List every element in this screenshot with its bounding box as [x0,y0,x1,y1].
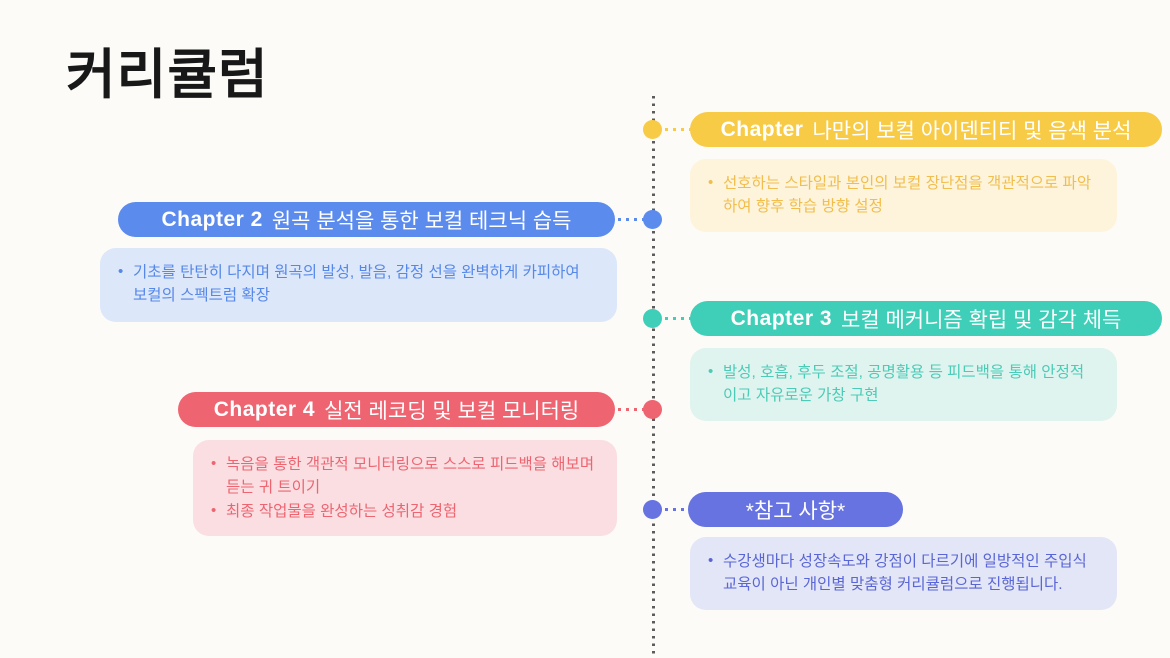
bullet-list: 기초를 탄탄히 다지며 원곡의 발성, 발음, 감정 선을 완벽하게 카피하여 … [116,261,597,308]
note-pill: *참고 사항* [688,492,903,527]
bullet-item: 녹음을 통한 객관적 모니터링으로 스스로 피드백을 해보며 듣는 귀 트이기 [209,453,597,500]
chapter-3-pill: Chapter 3 보컬 메커니즘 확립 및 감각 체득 [690,301,1162,336]
chapter-2-description-box: 기초를 탄탄히 다지며 원곡의 발성, 발음, 감정 선을 완벽하게 카피하여 … [100,248,617,322]
dotted-connector-line [665,508,689,511]
chapter-3-description-box: 발성, 호흡, 후두 조절, 공명활용 등 피드백을 통해 안정적이고 자유로운… [690,348,1117,421]
note-description-box: 수강생마다 성장속도와 강점이 다르기에 일방적인 주입식 교육이 아닌 개인별… [690,537,1117,610]
bullet-list: 발성, 호흡, 후두 조절, 공명활용 등 피드백을 통해 안정적이고 자유로운… [706,361,1097,408]
note-title: *참고 사항* [745,499,846,523]
timeline-node-dot [643,120,662,139]
bullet-list: 수강생마다 성장속도와 강점이 다르기에 일방적인 주입식 교육이 아닌 개인별… [706,550,1097,597]
chapter-title: 원곡 분석을 통한 보컬 테크닉 습득 [271,209,572,233]
timeline-node-dot [643,210,662,229]
dotted-connector-line [665,128,691,131]
bullet-item: 선호하는 스타일과 본인의 보컬 장단점을 객관적으로 파악하여 향후 학습 방… [706,172,1097,219]
chapter-4-description-box: 녹음을 통한 객관적 모니터링으로 스스로 피드백을 해보며 듣는 귀 트이기 … [193,440,617,536]
bullet-item: 최종 작업물을 완성하는 성취감 경험 [209,500,597,523]
timeline-node-dot [643,500,662,519]
chapter-1-description-box: 선호하는 스타일과 본인의 보컬 장단점을 객관적으로 파악하여 향후 학습 방… [690,159,1117,232]
timeline-node-dot [643,309,662,328]
chapter-title: 실전 레코딩 및 보컬 모니터링 [324,399,580,423]
chapter-label: Chapter 4 [213,397,316,421]
chapter-title: 보컬 메커니즘 확립 및 감각 체득 [841,308,1122,332]
page-title: 커리큘럼 [66,45,269,105]
chapter-label: Chapter 2 [161,207,263,231]
bullet-item: 기초를 탄탄히 다지며 원곡의 발성, 발음, 감정 선을 완벽하게 카피하여 … [116,261,597,308]
bullet-list: 녹음을 통한 객관적 모니터링으로 스스로 피드백을 해보며 듣는 귀 트이기 … [209,453,597,523]
chapter-2-pill: Chapter 2 원곡 분석을 통한 보컬 테크닉 습득 [118,202,615,237]
bullet-item: 수강생마다 성장속도와 강점이 다르기에 일방적인 주입식 교육이 아닌 개인별… [706,550,1097,597]
chapter-label: Chapter [720,117,804,141]
dotted-connector-line [618,218,644,221]
timeline-vertical-line [652,96,655,656]
dotted-connector-line [665,317,691,320]
chapter-4-pill: Chapter 4 실전 레코딩 및 보컬 모니터링 [178,392,615,427]
bullet-item: 발성, 호흡, 후두 조절, 공명활용 등 피드백을 통해 안정적이고 자유로운… [706,361,1097,408]
chapter-label: Chapter 3 [730,306,832,330]
chapter-title: 나만의 보컬 아이덴티티 및 음색 분석 [812,119,1132,143]
chapter-1-pill: Chapter 나만의 보컬 아이덴티티 및 음색 분석 [690,112,1162,147]
timeline-node-dot [643,400,662,419]
bullet-list: 선호하는 스타일과 본인의 보컬 장단점을 객관적으로 파악하여 향후 학습 방… [706,172,1097,219]
dotted-connector-line [618,408,644,411]
